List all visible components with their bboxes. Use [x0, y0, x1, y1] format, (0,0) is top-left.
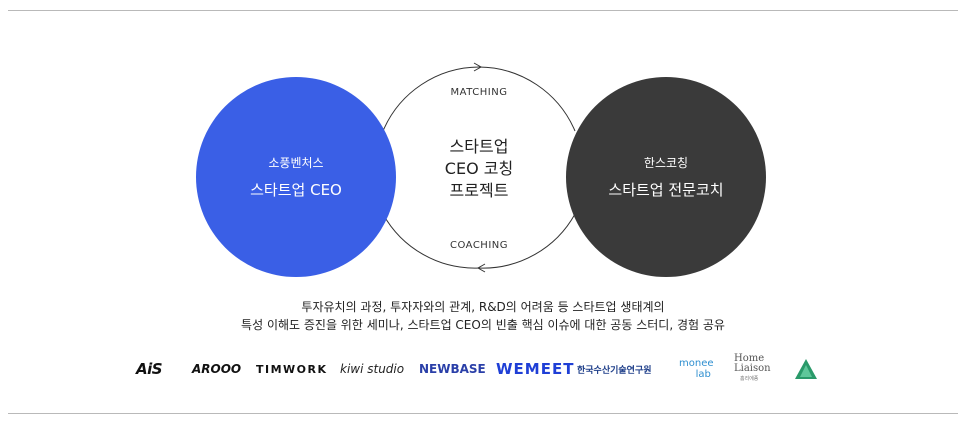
top-divider: [8, 10, 958, 11]
korea-fisheries-logo: 한국수산기술연구원: [577, 365, 652, 376]
right-circle-main: 스타트업 전문코치: [608, 181, 724, 199]
bottom-right-arc: [478, 213, 576, 269]
matching-arrow-icon: [473, 62, 483, 72]
arooo-logo: AROOO: [192, 362, 242, 376]
matching-label: MATCHING: [450, 87, 508, 98]
partner-logos: AiS AROOO TIMWORK kiwi studio NEWBASE WE…: [130, 354, 830, 384]
triangle-brand-logo: [794, 354, 818, 384]
startup-ceo-circle: 소풍벤처스 스타트업 CEO: [196, 77, 396, 277]
top-left-arc: [382, 66, 480, 132]
wemeet-logo: WEMEET: [496, 360, 575, 378]
kiwi-studio-logo: kiwi studio: [340, 362, 405, 376]
triangle-mountain-icon: [795, 359, 817, 379]
left-circle-main: 스타트업 CEO: [250, 181, 342, 199]
timwork-logo: TIMWORK: [256, 362, 328, 376]
bottom-left-arc: [382, 213, 480, 269]
coaching-label: COACHING: [449, 240, 509, 251]
description-line1: 투자유치의 과정, 투자자와의 관계, R&D의 어려움 등 스타트업 생태계의: [301, 300, 665, 314]
right-circle-sub: 한스코칭: [643, 156, 689, 170]
description-line2: 특성 이해도 증진을 위한 세미나, 스타트업 CEO의 빈출 핵심 이슈에 대…: [241, 318, 725, 332]
coaching-arrow-icon: [476, 263, 486, 273]
center-title-line1: 스타트업: [449, 137, 509, 156]
ais-logo: AiS: [136, 360, 163, 378]
bottom-divider: [8, 413, 958, 414]
program-description: 투자유치의 과정, 투자자와의 관계, R&D의 어려움 등 스타트업 생태계의…: [150, 298, 816, 334]
center-title: 스타트업 CEO 코칭 프로젝트: [404, 136, 554, 202]
left-circle-sub: 소풍벤처스: [268, 156, 324, 170]
top-right-arc: [478, 66, 576, 132]
monee-lab-logo: monee lab: [679, 358, 714, 380]
center-title-line3: 프로젝트: [449, 181, 509, 200]
newbase-logo: NEWBASE: [419, 362, 486, 376]
home-liaison-logo: Home Liaison 홈리에종: [734, 353, 771, 383]
center-title-line2: CEO 코칭: [444, 159, 514, 178]
startup-coach-circle: 한스코칭 스타트업 전문코치: [566, 77, 766, 277]
